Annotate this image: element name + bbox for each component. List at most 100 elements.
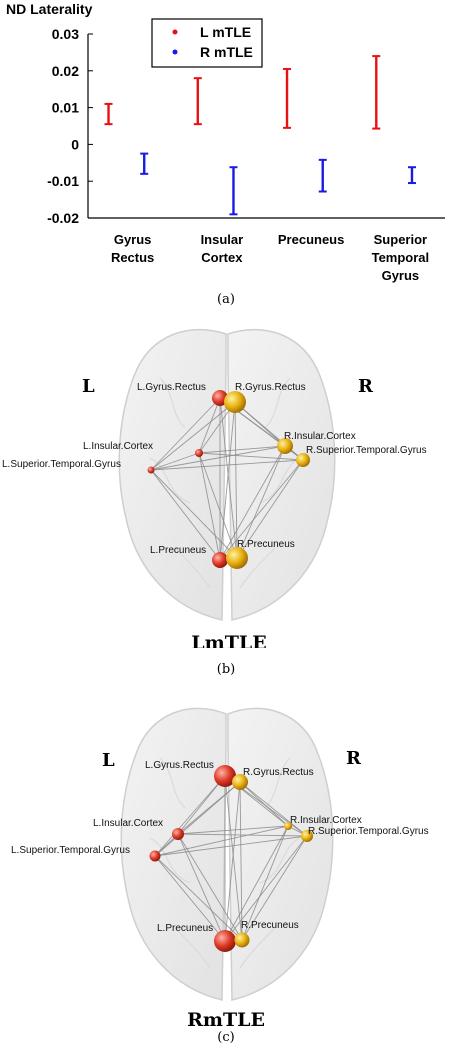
network-edge <box>239 781 243 941</box>
network-edge <box>154 781 241 857</box>
right-hemisphere-label: R <box>346 748 362 769</box>
right-node-sphere <box>284 822 292 830</box>
y-tick-label: 0 <box>71 136 79 152</box>
brain-node: L.Insular.Cortex <box>83 441 203 457</box>
network-edge <box>150 397 221 471</box>
network-edge <box>154 855 243 941</box>
network-edge <box>198 452 304 461</box>
node-label: L.Gyrus.Rectus <box>137 382 206 393</box>
node-label: R.Precuneus <box>237 539 295 550</box>
right-node-sphere <box>301 830 313 842</box>
brain-node: L.Insular.Cortex <box>93 818 184 840</box>
panel-b-title: LmTLE <box>191 632 266 648</box>
network-nodes: L.Gyrus.RectusR.Gyrus.RectusL.Insular.Co… <box>11 760 429 952</box>
right-hemisphere-label: R <box>358 376 374 397</box>
panel-c-title: RmTLE <box>187 1009 265 1031</box>
right-node-sphere <box>232 774 248 790</box>
y-tick-label: 0.03 <box>52 26 79 42</box>
right-node-sphere <box>226 547 248 569</box>
left-hemisphere-label: L <box>82 376 95 397</box>
left-hemisphere-label: L <box>102 750 115 771</box>
network-edge <box>224 825 289 942</box>
right-node-sphere <box>234 932 250 948</box>
x-tick-label: Precuneus <box>278 232 344 247</box>
right-node-sphere <box>296 453 310 467</box>
network-edge <box>236 445 286 559</box>
brain-node: L.Precuneus <box>157 923 236 952</box>
caption-a: (a) <box>217 292 235 307</box>
network-edge <box>224 775 243 941</box>
brain-node: R.Gyrus.Rectus <box>224 382 306 413</box>
y-tick-label: 0.01 <box>52 100 79 116</box>
error-bar <box>140 152 149 175</box>
error-bar <box>318 158 327 193</box>
network-edge <box>224 781 241 942</box>
node-label: R.Gyrus.Rectus <box>235 382 306 393</box>
node-label: L.Precuneus <box>157 923 213 934</box>
node-label: L.Insular.Cortex <box>83 441 153 452</box>
network-edge <box>239 781 289 827</box>
network-edges <box>150 397 304 561</box>
lmtle-brain-network: L.Gyrus.Rectus R.Gyrus.RectusL.Insular.Co… <box>2 328 427 648</box>
left-node-sphere <box>149 850 161 862</box>
brain-node: R.Precuneus <box>234 920 299 948</box>
caption-c: (c) <box>217 1030 235 1045</box>
left-node-sphere <box>214 765 236 787</box>
node-label: L.Superior.Temporal.Gyrus <box>2 459 121 470</box>
network-edge <box>177 825 289 835</box>
error-bar <box>104 102 113 126</box>
left-node-sphere <box>214 930 236 952</box>
legend-marker <box>172 49 178 55</box>
network-edge <box>198 452 221 561</box>
error-bar <box>193 77 202 126</box>
network-edge <box>150 445 286 471</box>
left-node-sphere <box>172 828 184 840</box>
node-label: L.Insular.Cortex <box>93 818 163 829</box>
brain-node: R.Insular.Cortex <box>277 431 356 454</box>
brain-node: L.Gyrus.Rectus <box>145 760 236 787</box>
brain-node: L.Superior.Temporal.Gyrus <box>11 845 161 862</box>
brain-node: L.Superior.Temporal.Gyrus <box>2 459 155 474</box>
right-node-sphere <box>277 438 293 454</box>
right-node-sphere <box>224 391 246 413</box>
node-label: R.Insular.Cortex <box>290 815 362 826</box>
brain-node: L.Precuneus <box>150 545 228 568</box>
network-edge <box>150 401 236 471</box>
network-edge <box>150 469 238 559</box>
node-label: L.Precuneus <box>150 545 206 556</box>
error-bar <box>372 55 381 130</box>
brain-node: R.Insular.Cortex <box>284 815 362 830</box>
left-node-sphere <box>212 552 228 568</box>
node-label: R.Insular.Cortex <box>284 431 356 442</box>
node-label: R.Precuneus <box>241 920 299 931</box>
network-edge <box>150 459 304 471</box>
legend-entry: L mTLE <box>200 24 251 40</box>
network-edge <box>177 833 308 837</box>
brain-node: R.Gyrus.Rectus <box>232 767 314 790</box>
node-label: L.Superior.Temporal.Gyrus <box>11 845 130 856</box>
left-node-sphere <box>195 449 203 457</box>
left-node-sphere <box>147 466 155 474</box>
network-edge <box>154 835 308 857</box>
network-edge <box>219 397 238 559</box>
network-edges <box>154 775 308 942</box>
rmtle-brain-network: L.Gyrus.RectusR.Gyrus.RectusL.Insular.Co… <box>11 707 429 1031</box>
legend-box <box>151 18 263 68</box>
error-bar <box>283 67 292 129</box>
network-edge <box>177 775 226 835</box>
network-edge <box>198 397 221 454</box>
network-nodes: L.Gyrus.Rectus R.Gyrus.RectusL.Insular.Co… <box>2 382 427 569</box>
nd-laterality-chart: ND Laterality 0.030.020.010-0.01-0.02Gyr… <box>6 1 445 283</box>
node-label: R.Superior.Temporal.Gyrus <box>306 445 427 456</box>
network-edge <box>219 445 286 561</box>
y-tick-label: -0.01 <box>47 173 79 189</box>
y-tick-label: -0.02 <box>47 210 79 226</box>
network-edge <box>241 835 308 941</box>
legend-marker <box>172 29 178 35</box>
brain-outline <box>118 328 336 621</box>
